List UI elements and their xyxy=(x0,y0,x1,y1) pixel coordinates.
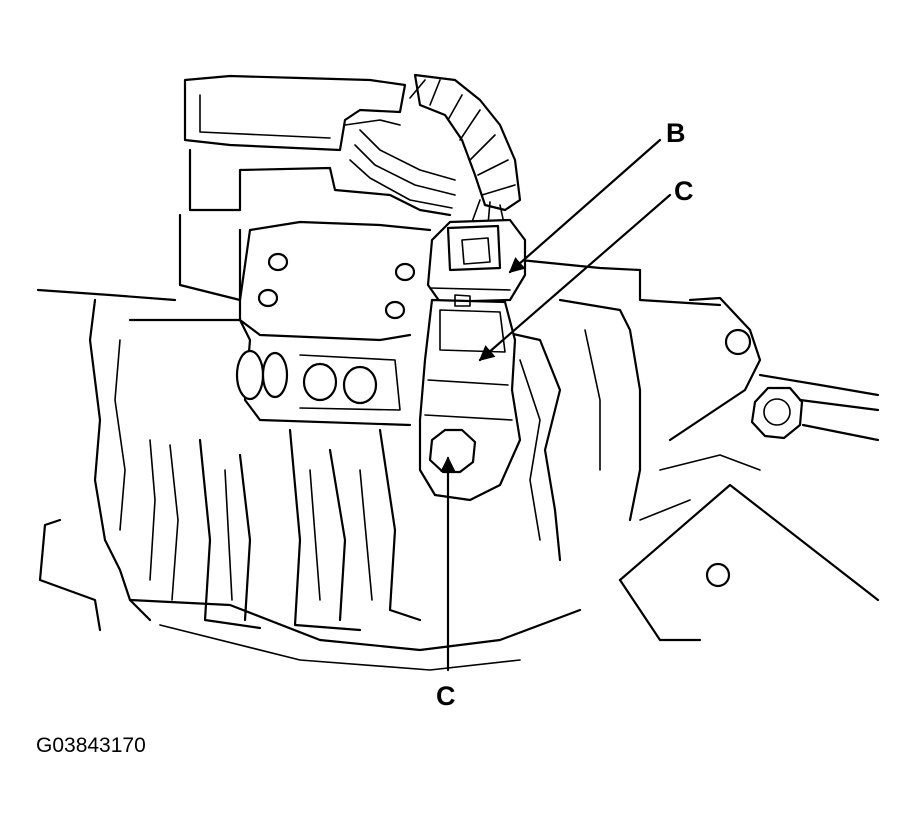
callout-c-upper-label: C xyxy=(674,176,694,206)
leader-b xyxy=(508,138,662,274)
sensor-c xyxy=(418,294,522,502)
leader-c-upper xyxy=(478,193,672,362)
housing-outline xyxy=(36,74,880,671)
connector-b xyxy=(426,218,527,304)
callout-b-label: B xyxy=(666,118,686,148)
figure-code: G03843170 xyxy=(36,734,146,757)
wire-harness xyxy=(409,73,522,229)
callout-c-lower-label: C xyxy=(436,681,456,711)
callout-leaders xyxy=(440,138,672,672)
